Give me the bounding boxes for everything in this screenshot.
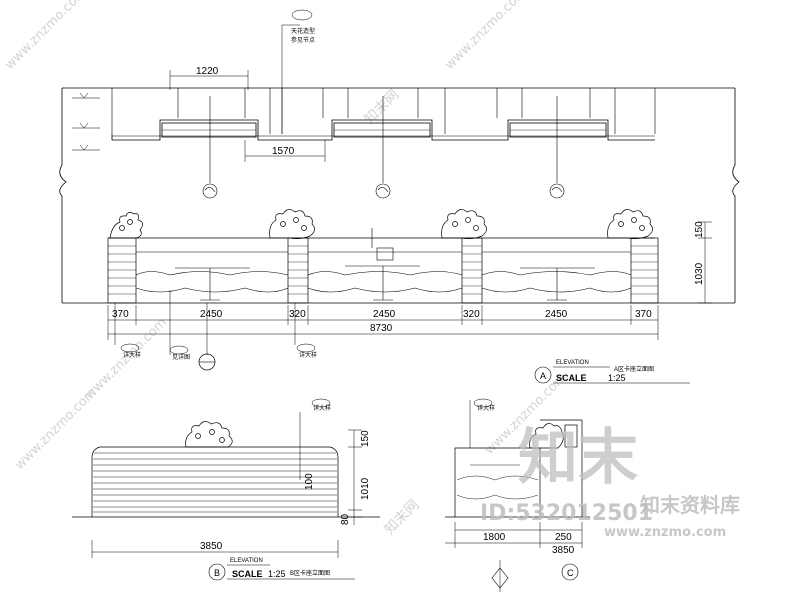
logo-url: www.znzmo.com [604, 525, 726, 540]
dim-text-br-inner: 1800 [483, 532, 506, 543]
dim-text-bottom: 370 [635, 309, 652, 320]
callout-bottom-left: 详大样 [123, 351, 141, 359]
section-a-scale-value: 1:25 [608, 373, 626, 383]
dim-text-bottom: 2450 [545, 309, 568, 320]
watermark-site: www.znzmo.com [442, 0, 530, 73]
ceiling-hangers [111, 88, 656, 134]
dim-text-bl-base: 80 [340, 513, 351, 525]
section-a-title [534, 366, 690, 384]
leaders [114, 24, 300, 355]
dim-text-1220: 1220 [196, 66, 219, 77]
dim-1570 [244, 140, 326, 162]
dim-text-bottom: 320 [289, 309, 306, 320]
top-elevation [59, 9, 740, 384]
callout-br: 详大样 [477, 404, 495, 412]
dim-text-bl-main: 1010 [360, 477, 371, 500]
dim-text-bl-upper: 150 [360, 430, 371, 447]
dim-text-right-upper: 150 [694, 221, 705, 238]
watermark-brand: 知末网 [361, 86, 403, 128]
dim-text-bottom: 370 [112, 309, 129, 320]
pendant-lamps [202, 96, 565, 199]
dim-chain-bottom [107, 305, 659, 340]
logo-watermark: 知末 知末资料库 ID:532012501 www.znzmo.com [480, 423, 740, 540]
callout-bottom-right: 详大样 [299, 351, 317, 359]
section-a-marker: A [540, 371, 546, 381]
watermark-brand: 知末网 [381, 496, 423, 538]
section-a-scale-label: SCALE [556, 373, 587, 383]
bottom-left-elevation [72, 398, 380, 581]
watermark-site: www.znzmo.com [2, 0, 90, 73]
section-c-marker: C [567, 568, 574, 578]
watermark-site: www.znzmo.com [12, 385, 100, 473]
section-b-marker: B [214, 568, 220, 578]
planter-columns [107, 237, 659, 304]
level-markers [72, 92, 100, 151]
booth-seating [107, 209, 659, 304]
dim-text-bl-width: 3850 [200, 541, 223, 552]
section-a-title-top: ELEVATION [556, 360, 589, 366]
background-watermarks: www.znzmo.com www.znzmo.com 知末网 www.znzm… [2, 0, 570, 538]
dim-text-bottom: 2450 [200, 309, 223, 320]
callout-bottom-mid: 见详图 [172, 353, 190, 361]
plant-foliage [109, 209, 653, 240]
dim-text-bottom: 2450 [373, 309, 396, 320]
text-labels: 1220 1570 370 2450 320 2450 320 2450 370… [112, 27, 705, 579]
section-a-name: A区卡座立面图 [614, 365, 654, 373]
dim-text-1570: 1570 [272, 146, 295, 157]
bottom-right-elevation [445, 398, 590, 592]
callout-ceiling-note-2: 参见节点 [291, 36, 315, 44]
dim-text-total: 8730 [370, 323, 393, 334]
dim-1220 [169, 70, 249, 90]
dim-text-right-lower: 1030 [694, 262, 705, 285]
callout-bl: 详大样 [313, 404, 331, 412]
dim-text-bl-mid: 100 [304, 473, 315, 490]
section-b-name: B区卡座立面图 [290, 569, 330, 577]
callout-ceiling-note-1: 天花造型 [291, 27, 315, 35]
logo-caption: 知末资料库 [640, 493, 740, 517]
dim-right [698, 221, 712, 304]
dim-text-br-small: 250 [555, 532, 572, 543]
dim-text-br-width: 3850 [552, 545, 575, 556]
logo-id: ID:532012501 [480, 501, 653, 526]
section-b-scale-label: SCALE [232, 569, 263, 579]
dim-text-bottom: 320 [463, 309, 480, 320]
section-b-title-top: ELEVATION [230, 558, 263, 564]
section-b-scale-value: 1:25 [268, 569, 286, 579]
logo-cn: 知末 [518, 423, 638, 493]
